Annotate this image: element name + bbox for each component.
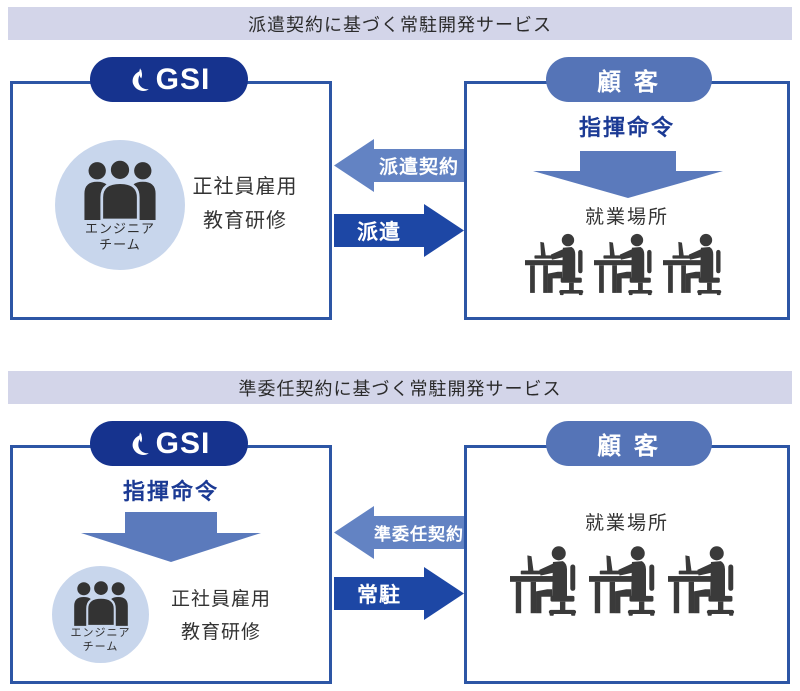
section2-gsi-label: GSI [155,426,211,460]
section2-resident-arrow-label: 常駐 [357,583,401,607]
desk-worker-icon [594,233,661,296]
section2-contract-arrow: 準委任契約 [334,506,464,559]
section1-command-text: 指揮命令 [578,115,675,140]
engineer-team-icon [68,579,134,626]
section1-employment-text: 正社員雇用 教育研修 [192,176,298,232]
left-arrow-icon [334,506,464,559]
desk-worker-icon [589,545,665,617]
section2-command-text: 指揮命令 [122,479,219,504]
section2-gsi-pill: GSI [90,421,248,466]
section1-workplace-text: 就業場所 [584,207,669,228]
section1-desk-row [464,233,790,296]
section2-employment-text: 正社員雇用 教育研修 [170,589,271,643]
section1-customer-label: 顧 客 [597,69,661,96]
section2-engineer-team-circle: エンジニア チーム [52,566,149,663]
right-arrow-icon [334,204,464,257]
section2-contract-arrow-label: 準委任契約 [374,525,464,544]
section1-dispatch-arrow-label: 派遣 [357,220,401,244]
section2-customer-box [464,445,790,684]
section1-contract-arrow-label: 派遣契約 [378,157,459,178]
engineer-team-icon [76,158,164,220]
left-arrow-icon [334,139,464,192]
section2-title-banner: 準委任契約に基づく常駐開発サービス [8,371,792,404]
section1-title-banner: 派遣契約に基づく常駐開発サービス [8,7,792,40]
section1-customer-pill: 顧 客 [546,57,712,102]
desk-worker-icon [663,233,730,296]
section1-gsi-label: GSI [155,62,211,96]
gsi-logo-icon [128,431,153,458]
section2-customer-pill: 顧 客 [546,421,712,466]
section2-team-label: エンジニア チーム [70,627,131,653]
right-arrow-icon [334,567,464,620]
section2-down-arrow-icon [81,512,261,562]
section1-down-arrow-icon [533,151,723,198]
section2-title: 準委任契約に基づく常駐開発サービス [238,378,562,399]
section1-engineer-team-circle: エンジニア チーム [55,140,185,270]
section2-workplace-text: 就業場所 [584,513,669,534]
section2-desk-row [464,545,790,617]
section1-contract-arrow: 派遣契約 [334,139,464,192]
desk-worker-icon [510,545,586,617]
desk-worker-icon [525,233,592,296]
desk-worker-icon [668,545,744,617]
section2-customer-label: 顧 客 [597,433,661,460]
section1-dispatch-arrow: 派遣 [334,204,464,257]
section2-resident-arrow: 常駐 [334,567,464,620]
section1-customer-box [464,81,790,320]
section1-gsi-pill: GSI [90,57,248,102]
gsi-logo-icon [128,67,153,94]
section1-team-label: エンジニア チーム [84,221,155,253]
section1-title: 派遣契約に基づく常駐開発サービス [248,14,552,35]
